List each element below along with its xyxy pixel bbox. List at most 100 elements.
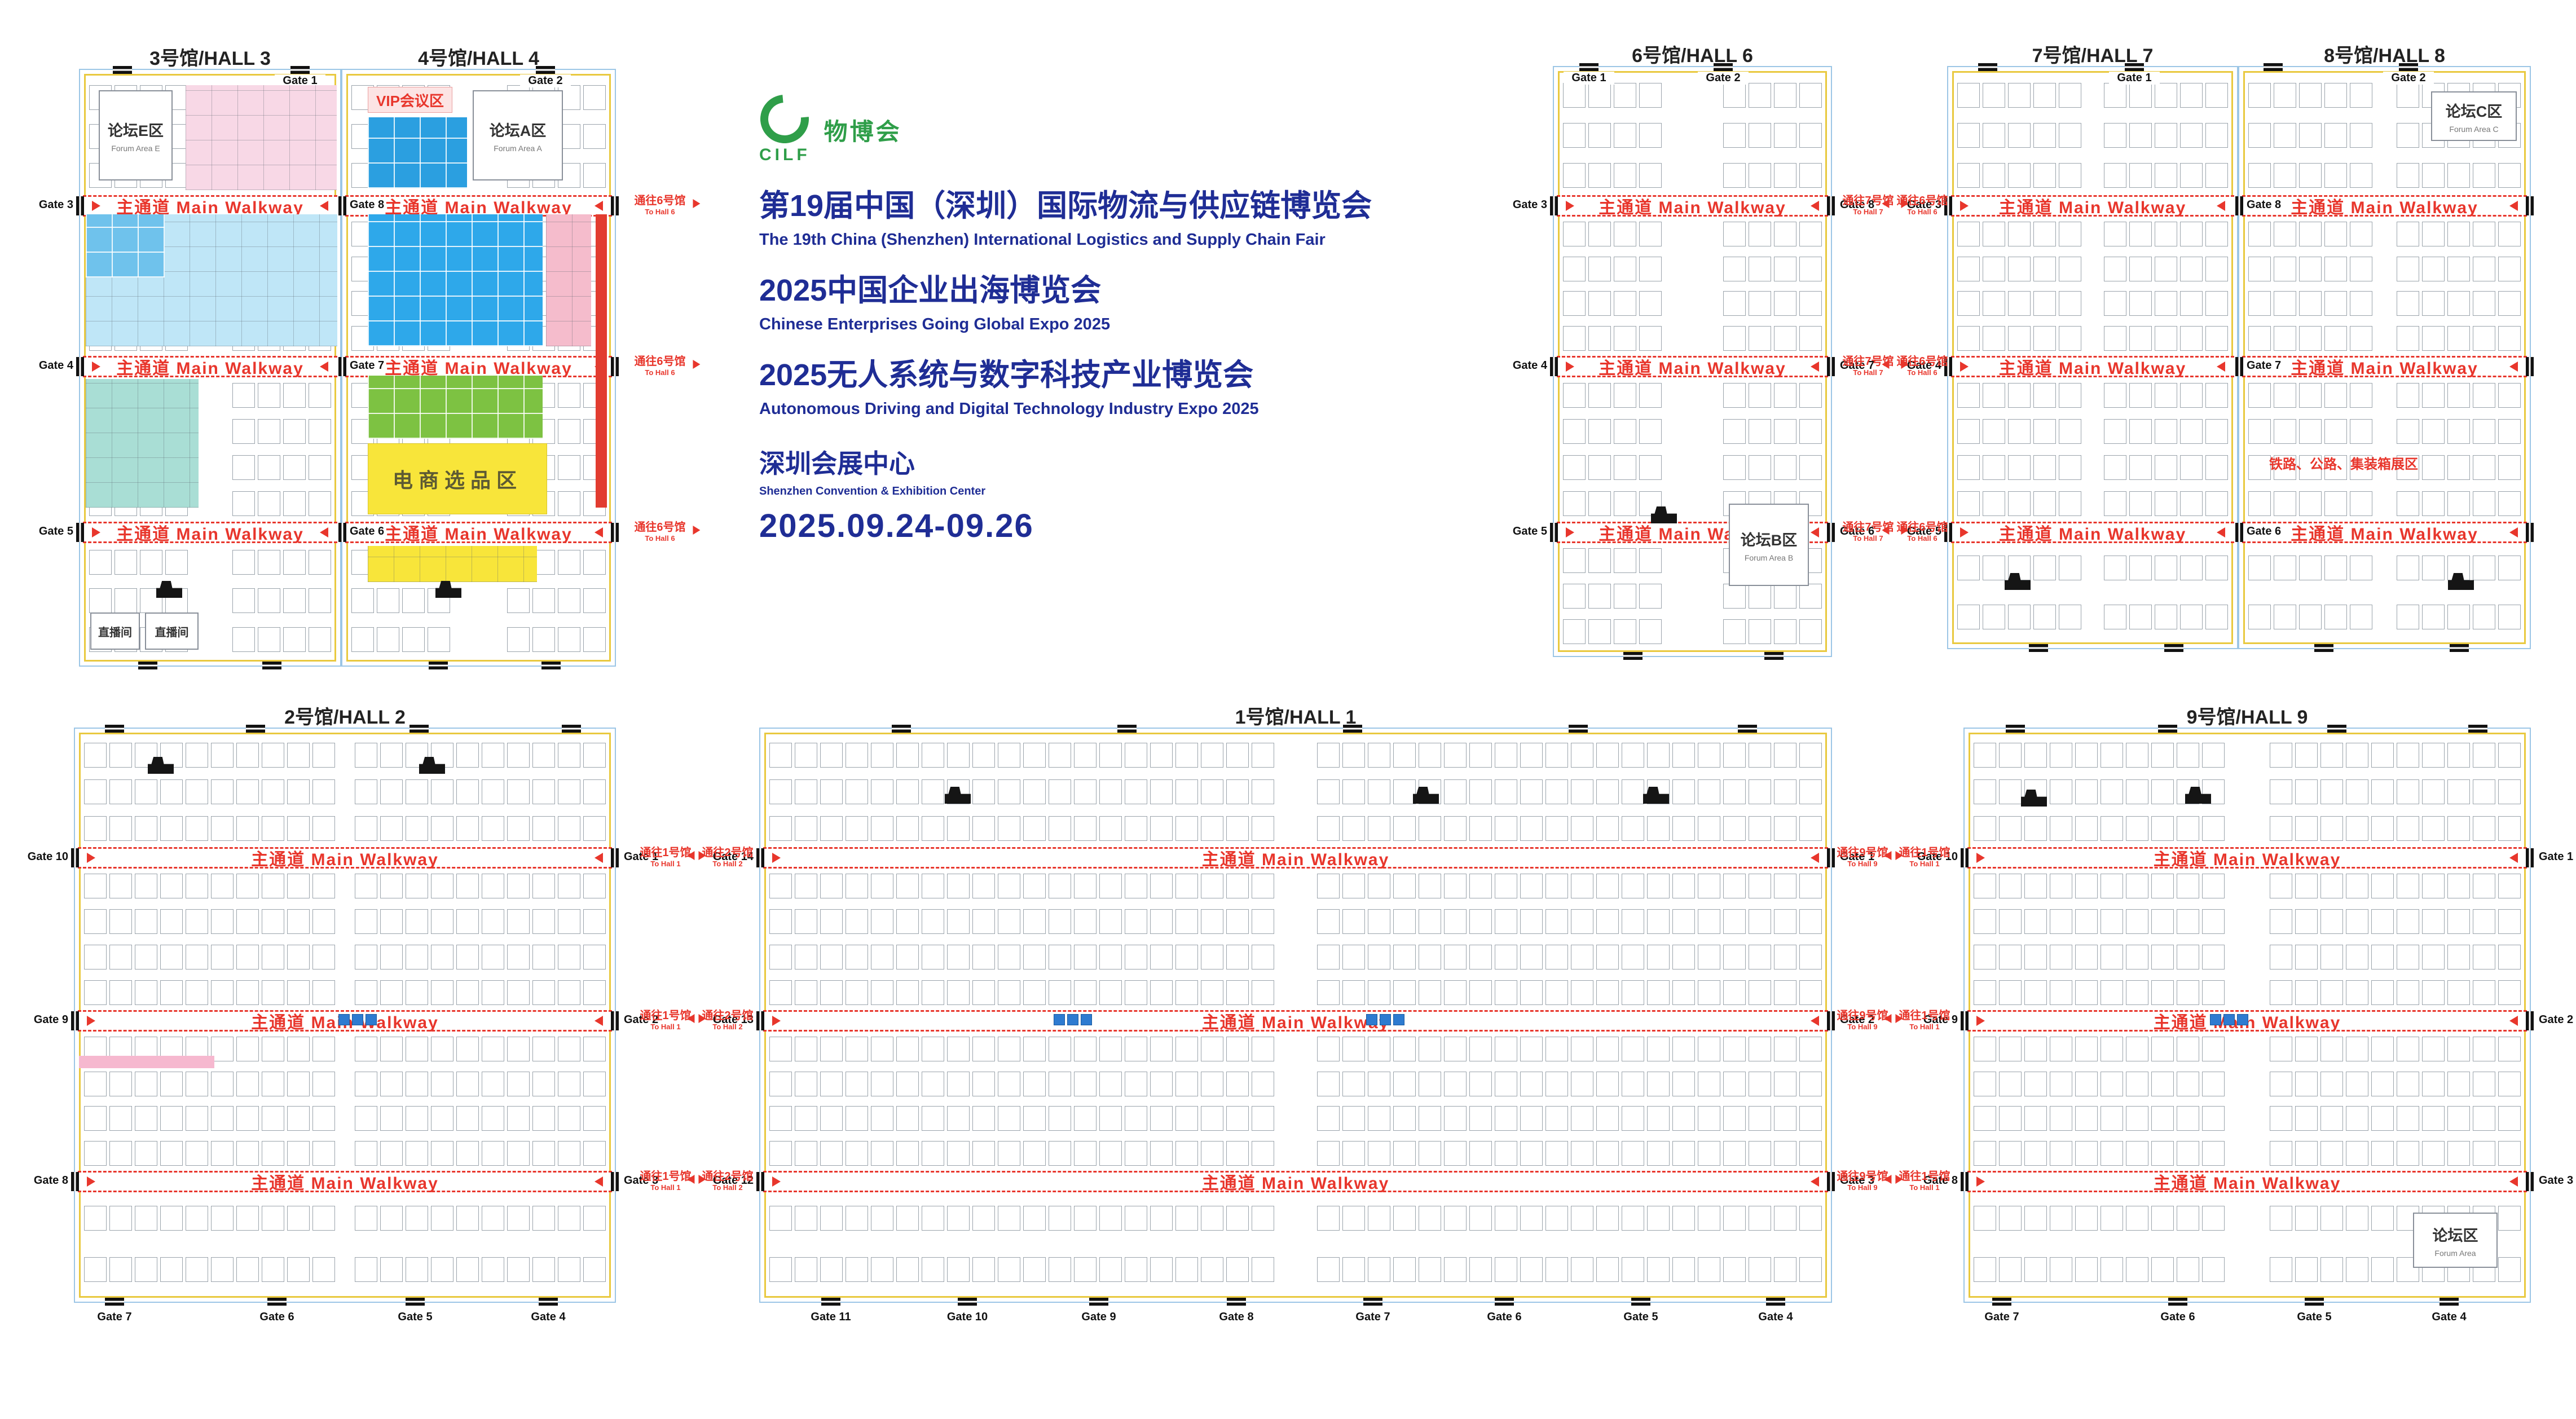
booth	[583, 874, 606, 899]
booth	[1150, 1141, 1173, 1166]
booth	[2205, 82, 2228, 108]
booth	[1588, 455, 1611, 480]
booth	[2104, 221, 2126, 246]
booth-group	[355, 944, 606, 969]
corridor-label-zh: 通往6号馆	[1896, 355, 1948, 368]
booth	[1571, 1257, 1593, 1282]
booth	[1150, 1071, 1173, 1096]
booth-row	[84, 980, 606, 1005]
arrow-right-icon	[1895, 1175, 1903, 1184]
arrow-right-icon	[1901, 526, 1909, 535]
booth	[2320, 1205, 2343, 1231]
booth	[2397, 162, 2419, 188]
booth	[1520, 909, 1543, 935]
booth	[482, 1071, 504, 1096]
booth	[558, 742, 580, 768]
gate-label: Gate 7	[1840, 359, 1875, 372]
booth	[2274, 491, 2296, 516]
booth	[871, 1071, 893, 1096]
booth	[2473, 291, 2495, 316]
expo3-title-zh: 2025无人系统与数字科技产业博览会	[759, 358, 1254, 392]
booth	[2033, 455, 2056, 480]
booth	[1074, 1257, 1097, 1282]
booth	[2248, 491, 2271, 516]
booth	[1563, 326, 1586, 351]
walkway-arrow-right-icon	[1566, 362, 1574, 372]
booth	[2059, 122, 2081, 148]
booth	[1563, 256, 1586, 281]
booth	[1647, 1141, 1670, 1166]
booth	[2024, 816, 2047, 841]
booth	[1974, 816, 1996, 841]
booth-row	[1563, 291, 1822, 316]
hall-title-hall1: 1号馆/HALL 1	[1235, 707, 1357, 728]
booth	[2180, 122, 2203, 148]
booth	[2324, 455, 2347, 480]
booth	[2151, 909, 2174, 935]
booth	[2274, 82, 2296, 108]
booth	[507, 1141, 530, 1166]
booth	[2498, 419, 2521, 444]
booth	[1723, 1036, 1746, 1061]
gate-door-icon	[2526, 848, 2534, 867]
booth-group	[2270, 1071, 2521, 1096]
booth-row	[1974, 742, 2521, 768]
booth-row	[2248, 455, 2521, 480]
booth-group	[1974, 1071, 2225, 1096]
booth	[2473, 256, 2495, 281]
gate-door-icon	[1944, 357, 1952, 376]
booth	[2033, 419, 2056, 444]
booth	[947, 1071, 970, 1096]
booth	[2059, 455, 2081, 480]
booth	[1799, 326, 1822, 351]
booth	[1226, 874, 1249, 899]
booth-group	[1563, 383, 1662, 408]
booth	[583, 163, 606, 188]
booth	[84, 874, 107, 899]
booth	[1393, 944, 1416, 969]
booth	[1545, 909, 1568, 935]
booth	[1983, 82, 2005, 108]
booth	[456, 980, 479, 1005]
booth	[1647, 742, 1670, 768]
walkway-label: 主通道 Main Walkway	[1599, 359, 1786, 378]
booth-group	[2270, 1106, 2521, 1131]
booth-row	[1974, 980, 2521, 1005]
booth	[532, 909, 555, 935]
gate-door-icon	[611, 1172, 619, 1191]
booth	[2155, 455, 2177, 480]
booth-group	[84, 1071, 335, 1096]
booth-group	[1957, 604, 2081, 629]
booth-band	[769, 737, 1822, 847]
booth	[1393, 1036, 1416, 1061]
booth	[1520, 1071, 1543, 1096]
booth	[2498, 1257, 2521, 1282]
arrow-left-icon	[1884, 851, 1892, 860]
booth	[2473, 326, 2495, 351]
booth	[2270, 816, 2292, 841]
booth	[380, 1141, 403, 1166]
booth	[972, 816, 995, 841]
walkway-label: 主通道 Main Walkway	[2291, 525, 2478, 544]
booth	[2274, 604, 2296, 629]
gate-door-icon	[2440, 1298, 2459, 1306]
walkway-label: 主通道 Main Walkway	[1998, 525, 2187, 544]
gate-door-icon	[1579, 63, 1599, 71]
gate-label: Gate 8	[1840, 199, 1875, 211]
booth-row	[1974, 779, 2521, 804]
booth	[1125, 1036, 1147, 1061]
booth-band	[84, 1192, 606, 1295]
booth	[1647, 944, 1670, 969]
booth	[2155, 383, 2177, 408]
booth	[2101, 980, 2123, 1005]
booth	[2447, 291, 2470, 316]
booth	[1571, 742, 1593, 768]
walkway-label: 主通道 Main Walkway	[116, 359, 304, 378]
booth	[2320, 779, 2343, 804]
booth	[1614, 491, 1636, 516]
booth	[160, 944, 183, 969]
booth	[2129, 221, 2152, 246]
main-walkway: 主通道 Main Walkway	[345, 356, 612, 378]
